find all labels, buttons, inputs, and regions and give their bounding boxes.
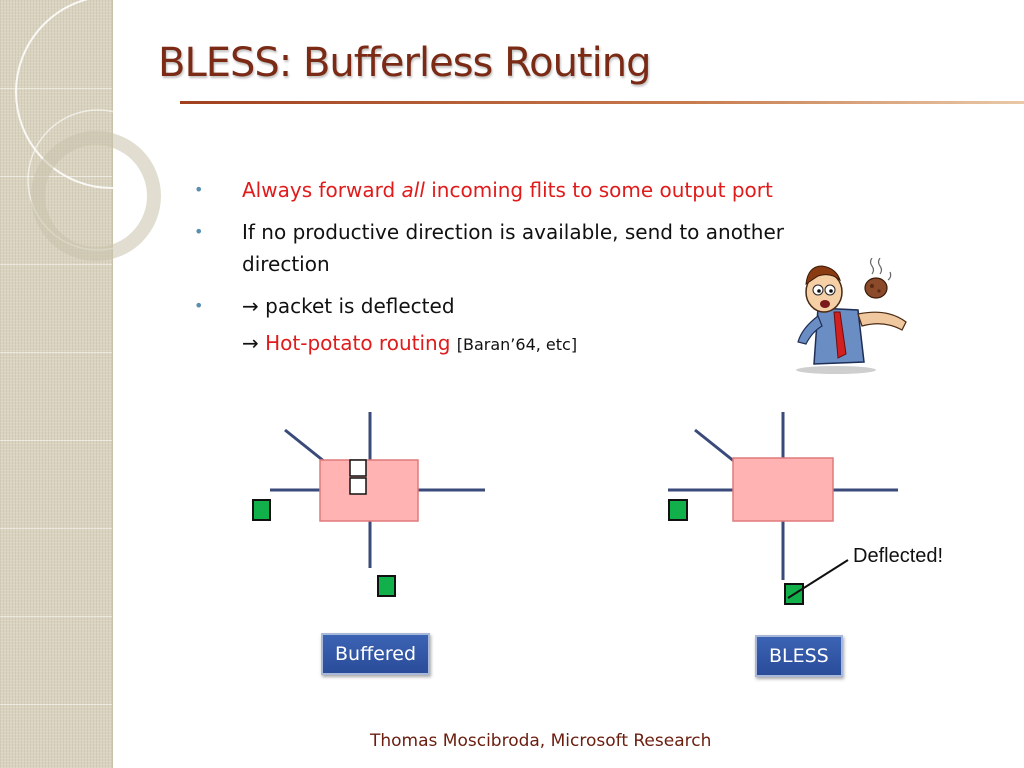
sidebar-seam (0, 440, 112, 441)
bullet-dot-icon: • (194, 222, 204, 241)
sidebar-seam (0, 352, 112, 353)
buffer-slot (349, 477, 367, 495)
title-underline (180, 101, 1024, 104)
slide-footer: Thomas Moscibroda, Microsoft Research (370, 731, 712, 751)
bless-label: BLESS (755, 635, 843, 677)
emphasis-all: all (401, 178, 425, 202)
bullet-list: • Always forward all incoming flits to s… (190, 174, 870, 360)
bless-router-box (732, 457, 834, 522)
bullet-dot-icon: • (194, 296, 204, 315)
bullet-dot-icon: • (194, 180, 204, 199)
worried-man-clipart-icon (796, 258, 907, 374)
sidebar-seam (0, 264, 112, 265)
bullet-item: • Always forward all incoming flits to s… (190, 174, 870, 206)
sub-bullet: → Hot-potato routing [Baran’64, etc] (190, 328, 870, 360)
bullet-text: Always forward all incoming flits to som… (242, 178, 773, 202)
buffered-router-diagram (252, 412, 485, 597)
bullet-text: packet is deflected (258, 294, 455, 318)
citation: [Baran’64, etc] (456, 335, 578, 354)
sidebar-seam (0, 528, 112, 529)
arrow-icon: → (242, 331, 259, 355)
sidebar-seam (0, 616, 112, 617)
arrow-icon: → (242, 294, 259, 318)
hot-potato-term: Hot-potato routing (265, 331, 451, 355)
slide-title: BLESS: Bufferless Routing (158, 40, 651, 86)
buffer-slot (349, 459, 367, 477)
buffered-label: Buffered (321, 633, 431, 675)
buffered-router-box (319, 459, 419, 522)
deflected-label: Deflected! (853, 545, 944, 567)
deflected-callout-line (787, 559, 849, 599)
flit-packet (668, 499, 688, 521)
sidebar-seam (0, 704, 112, 705)
bullet-text: If no productive direction is available,… (242, 220, 784, 276)
flit-packet (377, 575, 396, 597)
bullet-item: • → packet is deflected (190, 290, 870, 322)
bullet-item: • If no productive direction is availabl… (190, 216, 870, 280)
bless-router-diagram (668, 412, 898, 605)
flit-packet (252, 499, 271, 521)
